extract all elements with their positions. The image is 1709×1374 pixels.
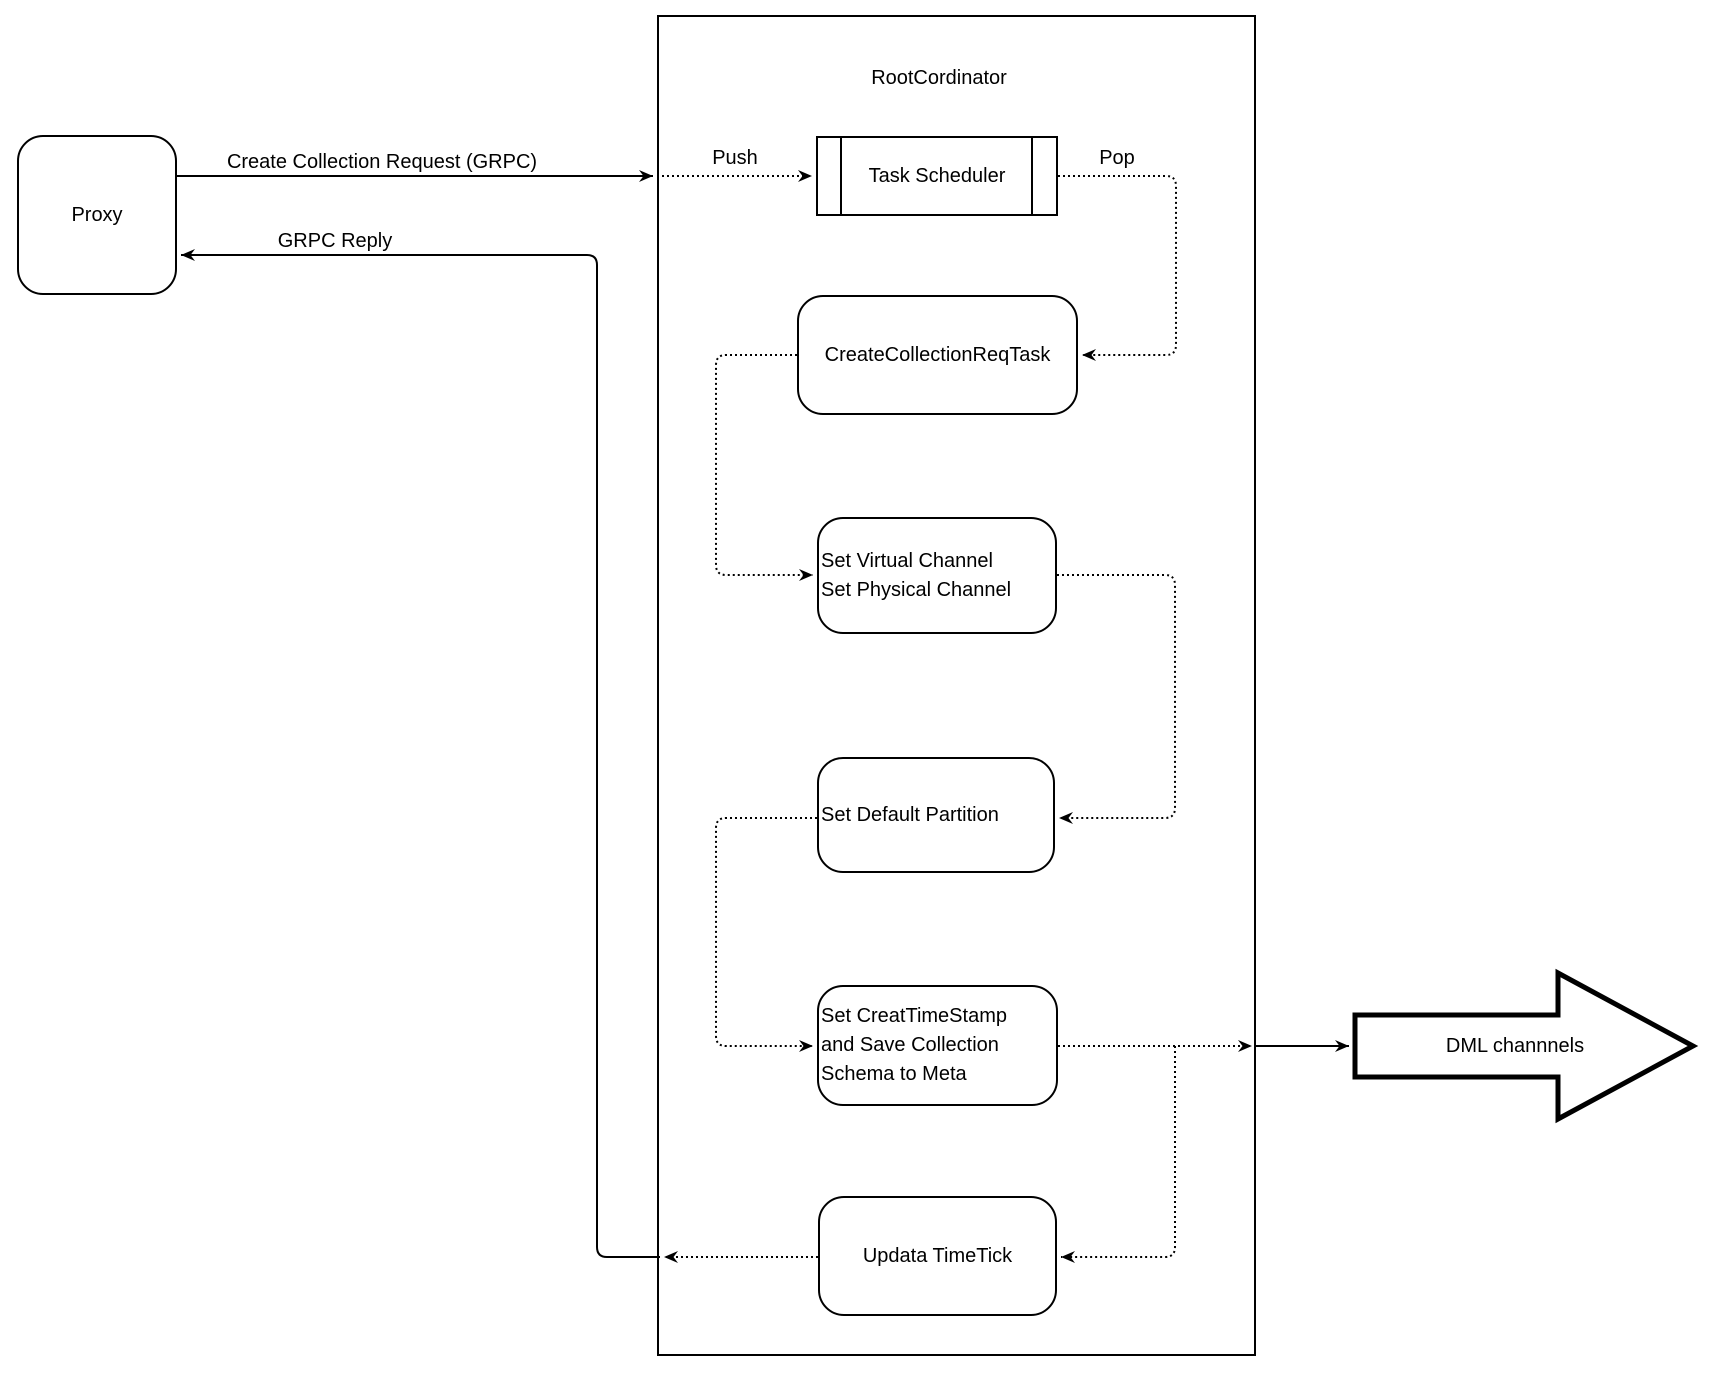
- updata-timetick-label: Updata TimeTick: [862, 1245, 1013, 1267]
- edge-label-push: Push: [712, 147, 758, 169]
- edge-createtask-to-setchannels: [715, 354, 813, 581]
- proxy-node: Proxy: [17, 135, 177, 295]
- edge-label-pop: Pop: [1099, 147, 1135, 169]
- root-coordinator-title: RootCordinator: [871, 67, 1007, 89]
- task-scheduler-node: Task Scheduler: [816, 136, 1058, 216]
- edge-setdefault-to-settimestamp: [715, 817, 817, 1052]
- set-creat-timestamp-label: Set CreatTimeStamp and Save Collection S…: [821, 1005, 1007, 1085]
- proxy-label: Proxy: [71, 204, 123, 226]
- edge-label-grpc-reply: GRPC Reply: [277, 230, 393, 252]
- set-channels-node: Set Virtual Channel Set Physical Channel: [817, 517, 1057, 634]
- dml-channels-label: DML channnels: [1445, 1035, 1585, 1057]
- set-default-partition-label: Set Default Partition: [821, 803, 999, 826]
- task-scheduler-label: Task Scheduler: [868, 165, 1006, 187]
- set-channels-label: Set Virtual Channel Set Physical Channel: [821, 549, 1012, 601]
- create-collection-req-task-label: CreateCollectionReqTask: [824, 344, 1051, 366]
- create-collection-req-task-node: CreateCollectionReqTask: [797, 295, 1078, 415]
- edge-pop: [1058, 175, 1177, 361]
- queue-divider-right: [1031, 138, 1033, 214]
- set-creat-timestamp-node: Set CreatTimeStamp and Save Collection S…: [817, 985, 1058, 1106]
- dml-channels-arrow-shape: [1352, 968, 1699, 1124]
- edge-setchannels-to-setdefault: [1057, 574, 1176, 824]
- edge-settimestamp-to-updatatimetick: [1061, 1046, 1176, 1263]
- updata-timetick-node: Updata TimeTick: [818, 1196, 1057, 1316]
- queue-divider-left: [840, 138, 842, 214]
- edge-grpc-reply: [181, 249, 660, 1258]
- edge-label-create-collection-request: Create Collection Request (GRPC): [226, 151, 538, 173]
- root-coordinator-container: [657, 15, 1256, 1356]
- set-default-partition-node: Set Default Partition: [817, 757, 1055, 873]
